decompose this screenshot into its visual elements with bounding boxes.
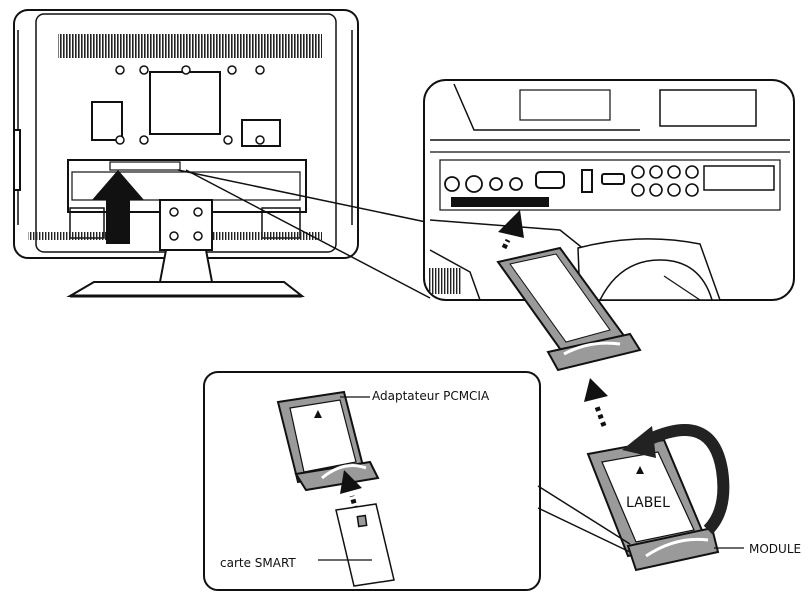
left-plate <box>91 101 123 141</box>
vga-port <box>535 171 565 189</box>
insert-arrow-icon <box>498 210 524 250</box>
smart-card <box>335 503 395 587</box>
insert-arrow-icon <box>584 378 608 427</box>
pcmcia-slot <box>451 197 549 207</box>
connector-panel-zoom <box>423 79 795 301</box>
module-sticker-label: LABEL <box>626 495 670 511</box>
stand-base <box>66 281 305 297</box>
arrow-up-icon <box>92 170 144 244</box>
module-inserted <box>496 246 642 372</box>
rotate-arrow-icon <box>622 424 730 535</box>
usb-port <box>581 169 593 193</box>
stand-column <box>158 249 214 283</box>
module-card <box>586 438 720 572</box>
top-vents <box>58 34 322 58</box>
stand-neck <box>159 199 213 251</box>
pcmcia-adapter <box>276 390 380 492</box>
zoom-lines <box>177 169 431 299</box>
smart-card-label: carte SMART <box>220 556 296 570</box>
hdmi-port <box>601 173 625 185</box>
module-label: MODULE <box>749 542 802 556</box>
adapter-label: Adaptateur PCMCIA <box>372 389 490 403</box>
detail-zoom-lines <box>537 485 631 553</box>
center-plate <box>149 71 221 135</box>
tv-rear-view <box>13 9 359 298</box>
